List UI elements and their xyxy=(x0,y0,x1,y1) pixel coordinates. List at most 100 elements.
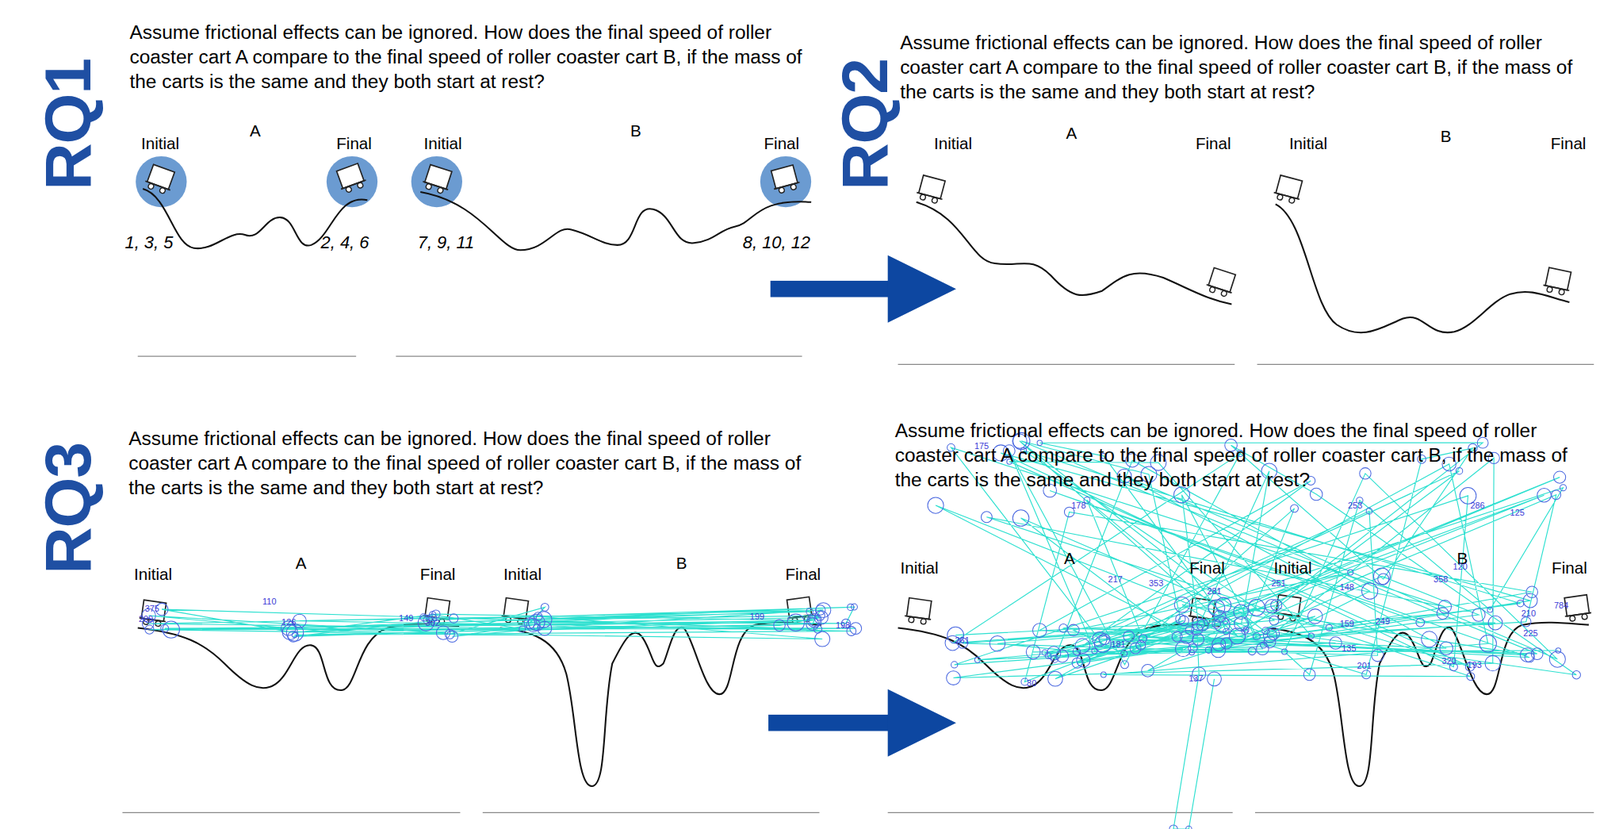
question-text: Assume frictional effects can be ignored… xyxy=(899,30,1598,105)
fixation-circle xyxy=(1075,638,1091,654)
fixation-circle xyxy=(1059,623,1068,633)
fixation-circle xyxy=(1208,599,1225,617)
fixation-circle xyxy=(1213,609,1226,622)
fixation-circle xyxy=(1303,668,1316,681)
fixation-circle xyxy=(1362,669,1371,679)
fixation-number: 210 xyxy=(1521,608,1536,620)
flow-arrow xyxy=(768,255,957,757)
panel-label: Initial xyxy=(900,558,939,578)
fixation-circle xyxy=(1048,670,1064,686)
fixation-circle xyxy=(1485,654,1501,670)
fixation-circle xyxy=(1309,487,1323,501)
fixation-number: 302 xyxy=(425,618,441,629)
fixation-circle xyxy=(1555,647,1561,653)
fixation-number: 175 xyxy=(974,441,989,452)
research-question-tag: RQ1 xyxy=(30,58,107,190)
fixation-circle xyxy=(1366,507,1373,514)
panel-label: B xyxy=(630,122,642,142)
fixation-circle xyxy=(1207,671,1222,686)
fixation-circle xyxy=(1526,585,1539,598)
fixation-circle xyxy=(974,656,980,663)
fixation-circle xyxy=(1347,569,1354,575)
fixation-circle xyxy=(1032,623,1047,638)
fixation-circle xyxy=(1549,650,1566,667)
fixation-circle xyxy=(1076,653,1091,667)
fixation-circle xyxy=(1129,642,1141,654)
fixation-circle xyxy=(1210,643,1225,658)
fixation-circle xyxy=(1178,615,1190,626)
fixation-circle xyxy=(787,613,805,632)
fixation-circle xyxy=(946,670,961,686)
fixation-number: 198 xyxy=(835,620,850,632)
fixation-circle xyxy=(1436,607,1449,620)
panel-label: Final xyxy=(420,565,456,585)
fixation-circle xyxy=(1572,670,1581,679)
fixation-circle xyxy=(1479,635,1497,652)
fixation-circle xyxy=(1243,626,1249,632)
panel-label: B xyxy=(676,554,688,574)
fixation-circle xyxy=(1377,573,1390,585)
fixation-circle xyxy=(519,625,526,632)
fixation-number: 125 xyxy=(1510,508,1525,519)
panel-label: Final xyxy=(1189,558,1225,578)
fixation-circle xyxy=(1012,509,1030,527)
fixation-number: 178 xyxy=(1071,501,1086,512)
fixation-number: 784 xyxy=(1554,600,1569,612)
fixation-number: 110 xyxy=(262,597,276,608)
fixation-number: 286 xyxy=(1469,501,1485,512)
fixation-circle xyxy=(1421,631,1438,647)
fixation-number: 225 xyxy=(1523,628,1538,640)
fixation-circle xyxy=(1329,636,1343,650)
fixation-circle xyxy=(1044,652,1051,659)
item-numbers: 1, 3, 5 xyxy=(124,233,173,253)
panel-label: Final xyxy=(1195,134,1232,154)
fixation-number: 201 xyxy=(1357,661,1372,672)
item-numbers: 7, 9, 11 xyxy=(417,233,475,253)
panel-label: Final xyxy=(1551,558,1588,578)
fixation-number: 126 xyxy=(281,617,296,628)
fixation-circle xyxy=(1282,648,1288,655)
panel-label: Initial xyxy=(424,134,463,154)
fixation-circle xyxy=(1179,629,1194,644)
fixation-circle xyxy=(1067,623,1080,636)
item-numbers: 2, 4, 6 xyxy=(321,233,370,253)
fixation-number: 251 xyxy=(1270,578,1286,590)
fixation-circle xyxy=(1438,600,1451,613)
fixation-circle xyxy=(287,630,299,642)
fixation-circle xyxy=(1523,593,1538,608)
fixation-circle xyxy=(1212,637,1226,651)
panel-label: Initial xyxy=(141,134,180,154)
fixation-number: 320 xyxy=(1441,656,1456,667)
fixation-number: 249 xyxy=(1375,616,1390,627)
question-text: Assume frictional effects can be ignored… xyxy=(128,426,833,501)
fixation-circle xyxy=(1214,616,1231,632)
panel-label: A xyxy=(1065,124,1077,144)
panel-label: Initial xyxy=(933,134,973,154)
fixation-circle xyxy=(1361,582,1378,599)
fixation-circle xyxy=(533,612,543,621)
panel-label: Final xyxy=(1550,134,1587,154)
research-question-tag: RQ2 xyxy=(827,58,904,190)
fixation-circle xyxy=(927,497,944,513)
fixation-number: 30 xyxy=(1026,678,1037,689)
fixation-circle xyxy=(815,602,831,618)
fixation-circle xyxy=(851,603,858,610)
fixation-circle xyxy=(446,630,459,643)
fixation-circle xyxy=(1519,647,1535,663)
item-numbers: 8, 10, 12 xyxy=(742,233,811,253)
fixation-number: 181 xyxy=(1110,639,1126,651)
panel-label: B xyxy=(1440,127,1452,147)
fixation-number: 137 xyxy=(1188,673,1203,685)
panel-label: Final xyxy=(785,565,822,585)
fixation-circle xyxy=(1325,623,1333,631)
panel-label: Final xyxy=(336,134,372,154)
fixation-number: 261 xyxy=(955,635,970,647)
fixation-circle xyxy=(1266,627,1280,640)
fixation-circle xyxy=(1537,487,1552,502)
fixation-circle xyxy=(1169,824,1178,829)
fixation-number: 149 xyxy=(398,613,414,624)
fixation-circle xyxy=(1554,470,1566,483)
panel-label: Final xyxy=(764,134,800,154)
saccade-path xyxy=(935,440,1577,829)
